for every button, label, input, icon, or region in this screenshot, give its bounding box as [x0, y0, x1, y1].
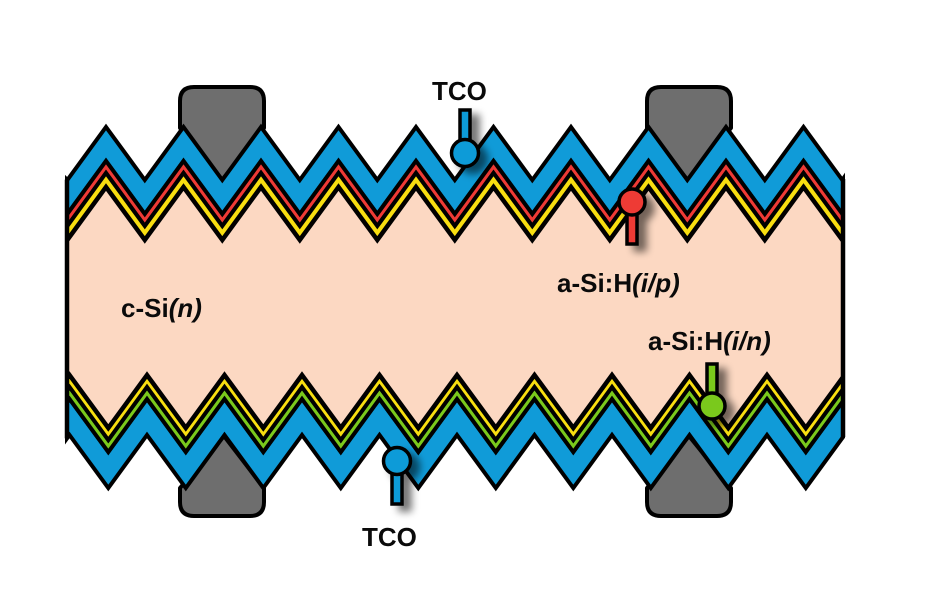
bottom-right-metal-contact	[645, 434, 733, 518]
a-si-in-pointer-head	[697, 391, 727, 421]
a-si-in-label: a-Si:H(i/n)	[648, 326, 771, 356]
bottom-tco-pointer-head	[381, 445, 413, 477]
top-tco-pointer-head	[449, 137, 481, 169]
a-si-ip-pointer-head	[617, 187, 647, 217]
cell-outline	[64, 178, 846, 439]
a-si-ip-label: a-Si:H(i/p)	[557, 268, 680, 298]
top-left-metal-contact	[178, 85, 266, 182]
top-tco-label: TCO	[432, 76, 487, 106]
top-right-metal-contact	[645, 85, 733, 182]
bottom-tco-label: TCO	[362, 522, 417, 552]
bottom-tco-pointer	[381, 445, 413, 506]
c-si-label: c-Si(n)	[121, 293, 202, 323]
c-si-substrate	[67, 187, 843, 428]
a-si-in-pointer	[697, 362, 727, 421]
bottom-left-metal-contact	[178, 434, 266, 518]
a-si-ip-pointer	[617, 187, 647, 246]
top-tco-pointer	[449, 108, 481, 169]
